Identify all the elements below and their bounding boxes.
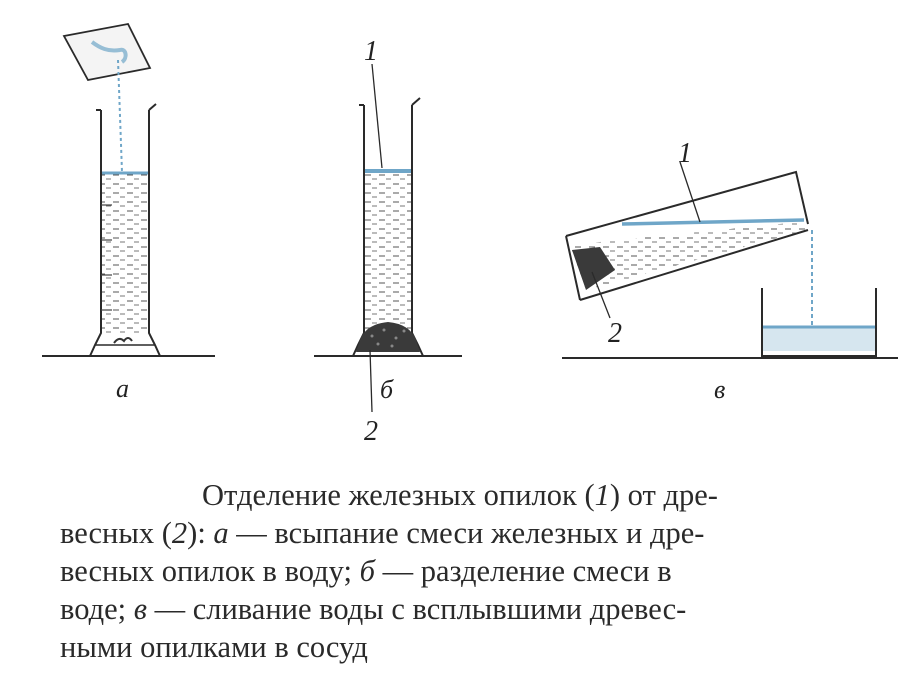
caption-segment: б	[359, 554, 375, 588]
beaker-water	[762, 327, 876, 351]
separation-diagram: а 1 2 б	[42, 22, 898, 447]
panel-a: а	[42, 22, 215, 403]
leader-line-2c	[591, 271, 611, 319]
number-2-c: 2	[608, 318, 622, 349]
beaker	[761, 288, 877, 357]
number-1-c: 1	[678, 138, 692, 169]
label-b: б	[380, 375, 394, 404]
water-b	[364, 170, 412, 330]
label-a: а	[116, 374, 129, 403]
caption-segment: ):	[187, 516, 214, 550]
tilted-cylinder	[565, 170, 809, 301]
leader-line-1b	[371, 63, 383, 169]
caption-segment: 2	[171, 516, 188, 550]
caption-segment: — всыпание смеси железных и дре-	[228, 516, 705, 550]
caption-segment: весных опилок в воду;	[60, 554, 360, 588]
panel-b: 1 2 б	[314, 36, 462, 447]
number-2-b: 2	[364, 416, 378, 447]
leader-line-2b	[369, 349, 373, 413]
label-c: в	[714, 375, 725, 404]
caption-segment: воде;	[60, 592, 134, 626]
caption-line-3: весных опилок в воду; б — разделение сме…	[60, 552, 880, 590]
caption-segment: ными опилками в сосуд	[60, 630, 368, 664]
caption-segment: в	[133, 592, 147, 626]
water-a	[101, 173, 149, 333]
leader-line-1c	[679, 161, 701, 223]
caption-line-5: ными опилками в сосуд	[60, 628, 880, 666]
floating-filings-c	[621, 218, 805, 226]
caption-segment: ) от дре-	[609, 478, 718, 512]
falling-stream	[117, 59, 123, 173]
number-1-b: 1	[364, 36, 378, 67]
figure-caption: Отделение железных опилок (1) от дре- ве…	[60, 476, 880, 666]
filings-a	[113, 337, 133, 344]
cylinder-a	[89, 103, 161, 357]
caption-segment: а	[213, 516, 229, 550]
caption-line-2: весных (2): а — всыпание смеси железных …	[60, 514, 880, 552]
caption-segment: Отделение железных опилок (	[202, 478, 595, 512]
caption-line-4: воде; в — сливание воды с всплывшими дре…	[60, 590, 880, 628]
paper-sheet	[62, 22, 152, 82]
caption-segment: 1	[594, 478, 610, 512]
caption-segment: — сливание воды с всплывшими древес-	[146, 592, 687, 626]
iron-filings-c	[572, 247, 615, 290]
caption-line-1: Отделение железных опилок (1) от дре-	[60, 476, 880, 514]
caption-segment: — разделение смеси в	[374, 554, 672, 588]
caption-segment: весных (	[60, 516, 172, 550]
panel-c: 1 2 в	[562, 138, 898, 404]
